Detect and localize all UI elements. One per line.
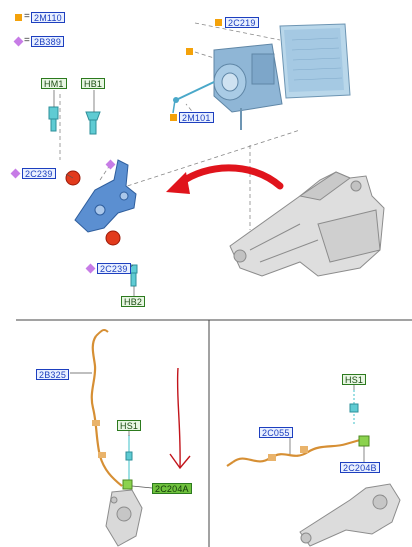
- label-2c219-top: 2C219: [225, 17, 259, 28]
- legend-equals-2: =: [24, 35, 30, 46]
- label-hm1: HM1: [41, 78, 67, 89]
- fastener-hb2-illustration: [129, 264, 138, 287]
- legend-equals: =: [24, 11, 30, 22]
- square-marker-icon: [215, 19, 222, 26]
- label-hs1-right: HS1: [342, 374, 367, 385]
- label-2m101: 2M101: [179, 112, 214, 123]
- label-2b325: 2B325: [36, 369, 70, 380]
- fastener-hm1-illustration: [48, 106, 59, 132]
- label-hb1: HB1: [81, 78, 106, 89]
- knuckle-left-illustration: [105, 489, 143, 547]
- leader-lines: [59, 22, 301, 230]
- sensor-hs1-left-illustration: [122, 435, 133, 490]
- square-marker-icon: [170, 114, 177, 121]
- vehicle-subframe-illustration: [229, 171, 385, 277]
- harness-2b325-illustration: [90, 328, 123, 487]
- legend-label-diamond: 2B389: [31, 36, 65, 47]
- abs-module-illustration: [213, 23, 351, 130]
- harness-sensor-illustration: [172, 81, 215, 114]
- square-marker-icon: [15, 14, 22, 21]
- label-hs1-left: HS1: [117, 420, 142, 431]
- fastener-hb1-illustration: [85, 111, 101, 135]
- square-marker-icon: [186, 48, 193, 55]
- red-arrow-head-icon: [166, 172, 190, 194]
- red-thin-arrow-icon: [176, 367, 181, 469]
- bracket-illustration: [74, 159, 137, 233]
- label-2c239-lower: 2C239: [97, 263, 131, 274]
- label-2c204a: 2C204A: [152, 483, 192, 494]
- mount-lower-illustration: [105, 230, 121, 246]
- label-2c204b: 2C204B: [340, 462, 380, 473]
- sensor-hs1-right-illustration: [349, 390, 359, 424]
- red-arrow-icon: [178, 164, 284, 190]
- red-thin-arrow-head-icon: [169, 453, 191, 470]
- label-2c239-left: 2C239: [22, 168, 56, 179]
- legend-label-square: 2M110: [31, 12, 65, 23]
- control-arm-right-illustration: [299, 483, 401, 547]
- label-hb2: HB2: [121, 296, 146, 307]
- label-2c055: 2C055: [259, 427, 293, 438]
